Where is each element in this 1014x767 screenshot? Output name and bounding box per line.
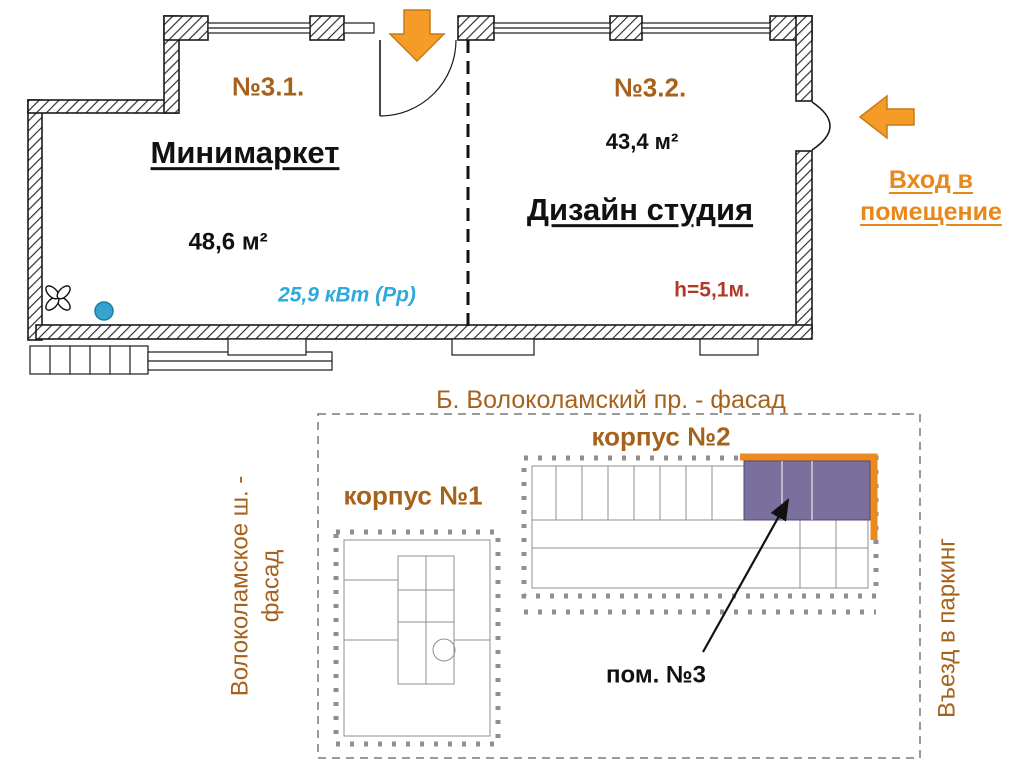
unit1-area: 48,6 м² bbox=[188, 228, 268, 256]
window-sill bbox=[451, 338, 535, 356]
wall-bottom bbox=[35, 324, 813, 340]
unit2-number: №3.2. bbox=[613, 72, 687, 103]
right-door-arc bbox=[811, 101, 831, 151]
entrance-arrow-down-icon bbox=[388, 9, 446, 63]
unit3-pointer-label: пом. №3 bbox=[605, 661, 707, 689]
ventilation-fan-icon bbox=[45, 285, 71, 311]
highlighted-unit-area bbox=[743, 460, 871, 521]
window bbox=[343, 22, 375, 34]
unit2-name: Дизайн студия bbox=[526, 192, 754, 228]
window-sill bbox=[227, 338, 307, 356]
building1-label: корпус №1 bbox=[343, 480, 483, 511]
site-top-facade-label: Б. Волоколамский пр. - фасад bbox=[436, 386, 786, 414]
unit-pointer-arrow bbox=[702, 498, 790, 653]
site-left-facade-label: Волоколамское ш. - фасад bbox=[226, 475, 284, 697]
entrance-arrow-left-icon bbox=[858, 94, 915, 140]
site-plan-border bbox=[317, 413, 921, 759]
building-1-plan bbox=[333, 529, 501, 747]
wall-left bbox=[27, 99, 43, 341]
unit1-name: Минимаркет bbox=[150, 135, 340, 171]
wall-pier bbox=[309, 15, 345, 41]
floor-plan-walls bbox=[27, 15, 831, 375]
site-right-parking-label: Въезд в паркинг bbox=[933, 538, 961, 718]
wall-pier bbox=[163, 15, 209, 41]
unit2-area: 43,4 м² bbox=[605, 128, 679, 154]
exterior-stairs bbox=[29, 345, 333, 375]
top-door bbox=[379, 39, 457, 117]
unit1-power: 25,9 кВт (Рр) bbox=[278, 283, 416, 307]
entrance-label: Вход в помещение bbox=[860, 166, 1002, 226]
wall-top-left bbox=[27, 99, 179, 114]
wall-right-upper bbox=[795, 15, 813, 102]
building2-label: корпус №2 bbox=[591, 421, 731, 452]
unit2-ceiling-height: h=5,1м. bbox=[674, 278, 750, 302]
wall-pier bbox=[609, 15, 643, 41]
utility-marker-dot bbox=[94, 301, 114, 321]
wall-right-lower bbox=[795, 150, 813, 334]
highlighted-unit-outline bbox=[740, 453, 878, 540]
unit1-number: №3.1. bbox=[231, 71, 305, 102]
window-sill bbox=[699, 338, 759, 356]
site-plan bbox=[317, 413, 921, 759]
wall-pier bbox=[457, 15, 495, 41]
